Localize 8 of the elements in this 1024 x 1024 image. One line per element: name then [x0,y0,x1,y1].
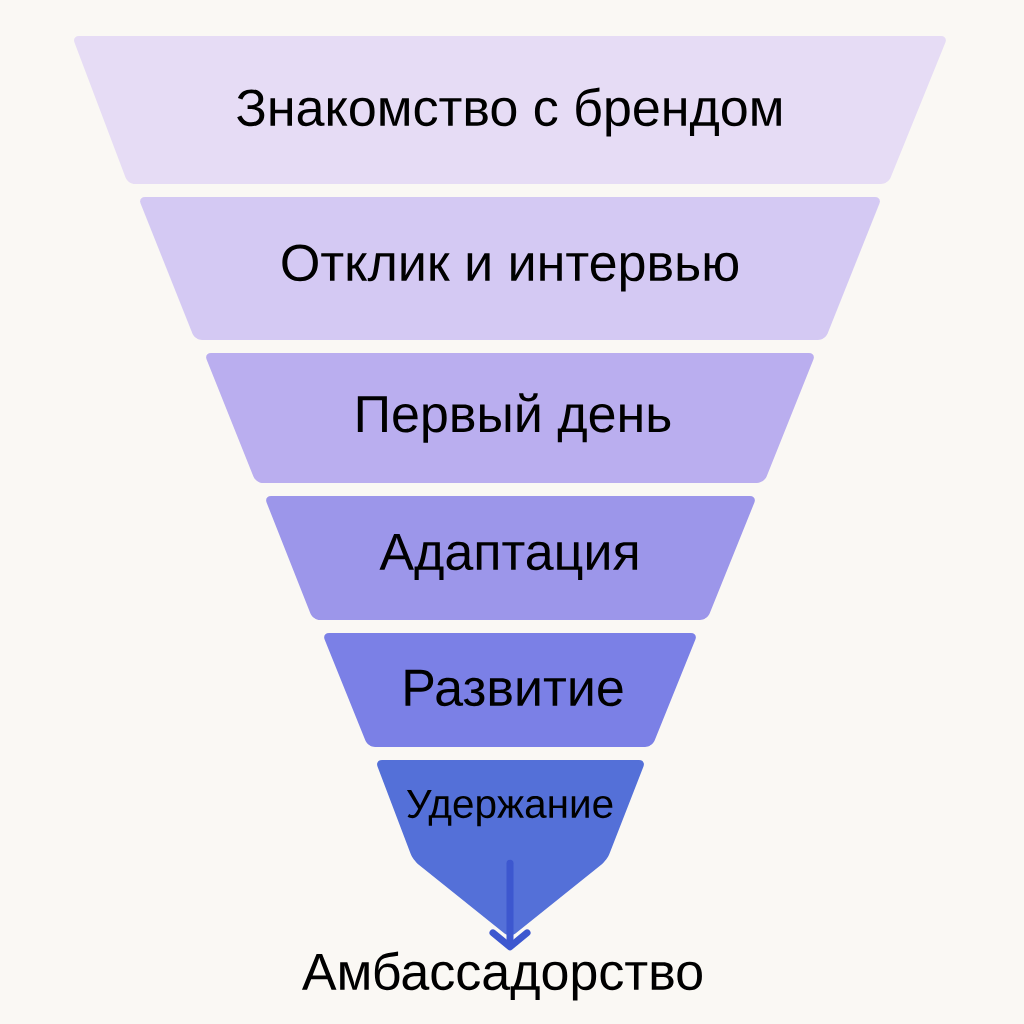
funnel-band: Отклик и интервью [140,197,880,340]
arrow [489,859,531,951]
funnel-band: Развитие [324,633,696,747]
funnel-band: Первый день [206,353,814,483]
funnel-band: Адаптация [266,496,755,620]
funnel-band: Знакомство с брендом [74,36,946,184]
funnel-tip: Удержание [377,760,644,936]
stage-label: Амбассадорство [302,951,702,1001]
